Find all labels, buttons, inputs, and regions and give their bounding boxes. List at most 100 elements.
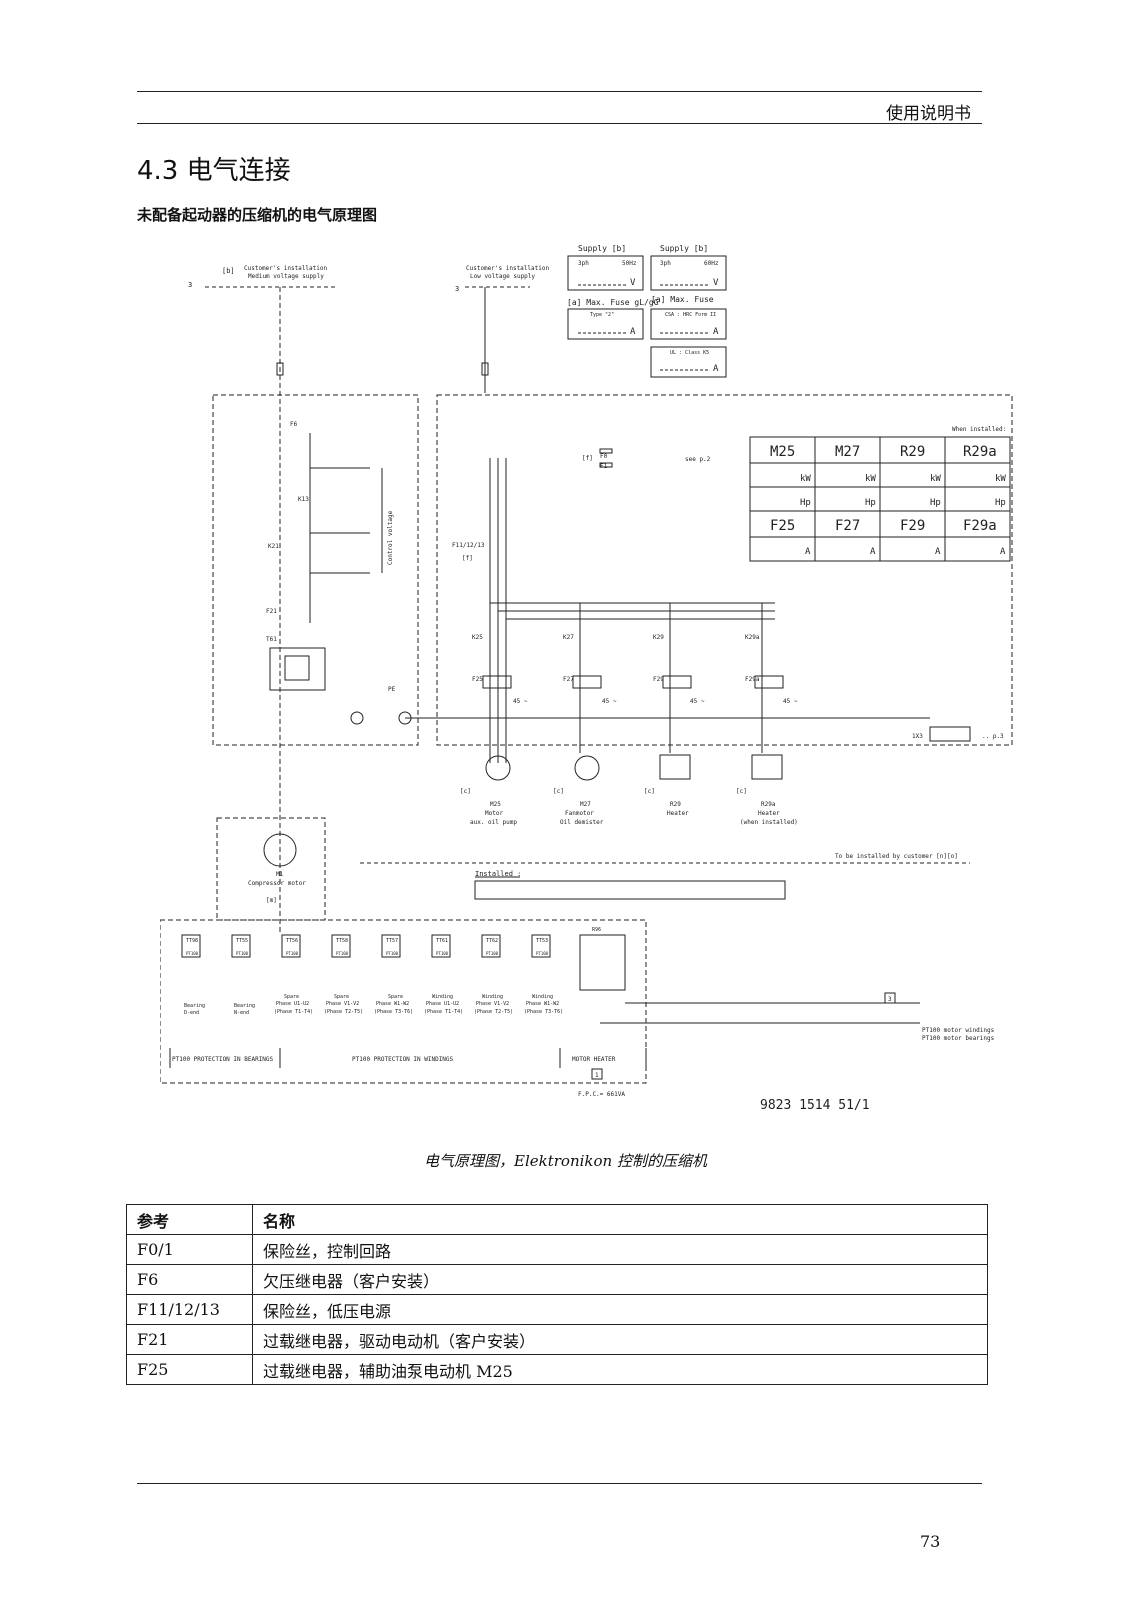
svg-text:Installed :: Installed : bbox=[475, 870, 521, 878]
cell-ref: F25 bbox=[126, 1354, 253, 1385]
svg-text:N-end: N-end bbox=[234, 1010, 249, 1016]
svg-text:Compressor motor: Compressor motor bbox=[248, 880, 306, 887]
svg-text:M25: M25 bbox=[770, 444, 795, 460]
svg-text:R29a: R29a bbox=[761, 801, 776, 808]
svg-text:F21: F21 bbox=[266, 608, 277, 615]
table-header-row: 参考 名称 bbox=[126, 1204, 988, 1235]
pt100-protection-box: TT98 TT55 TT56 TT58 TT57 TT61 TT62 TT53 … bbox=[160, 919, 647, 1084]
fuse-box-gl: [a] Max. Fuse gL/gG Type "2" A bbox=[567, 298, 659, 340]
section-subtitle: 未配备起动器的压缩机的电气原理图 bbox=[137, 206, 378, 224]
svg-text:Hp: Hp bbox=[865, 498, 876, 508]
svg-text:F11/12/13: F11/12/13 bbox=[452, 542, 485, 549]
svg-text:TT56: TT56 bbox=[286, 938, 298, 944]
svg-text:F29: F29 bbox=[653, 676, 664, 683]
svg-text:D-end: D-end bbox=[184, 1010, 199, 1016]
page-number: 73 bbox=[920, 1532, 941, 1551]
compressor-motor: M1 Compressor motor [m] bbox=[216, 817, 326, 921]
svg-text:Fanmotor: Fanmotor bbox=[565, 810, 594, 817]
svg-text:F25: F25 bbox=[472, 676, 483, 683]
svg-text:MOTOR HEATER: MOTOR HEATER bbox=[572, 1056, 616, 1063]
control-panel: F6 K13 K21 F21 T61 PE Control voltage bbox=[212, 394, 419, 746]
svg-text:Bearing: Bearing bbox=[234, 1003, 255, 1009]
drawing-number: 9823 1514 51/1 bbox=[760, 1098, 870, 1113]
rating-table: M25 M27 R29 R29a kW kW kW kW Hp Hp Hp Hp… bbox=[749, 436, 1011, 562]
svg-text:Hp: Hp bbox=[995, 498, 1006, 508]
svg-text:Oil demister: Oil demister bbox=[560, 819, 604, 826]
svg-text:see p.2: see p.2 bbox=[685, 456, 711, 463]
figure-caption: 电气原理图，Elektronikon 控制的压缩机 bbox=[424, 1152, 707, 1170]
svg-text:PT100: PT100 bbox=[536, 951, 549, 956]
cell-name: 欠压继电器（客户安装） bbox=[252, 1264, 988, 1295]
svg-text:(Phase T2-T5): (Phase T2-T5) bbox=[324, 1009, 363, 1015]
header-bottom-rule bbox=[137, 123, 982, 124]
medium-voltage-supply: [b] Customer's installation Medium volta… bbox=[188, 265, 335, 933]
svg-text:Heater: Heater bbox=[667, 810, 689, 817]
svg-text:45 ~: 45 ~ bbox=[602, 698, 617, 705]
header-title: 使用说明书 bbox=[886, 104, 971, 124]
svg-text:kW: kW bbox=[865, 474, 876, 484]
svg-text:Customer's installation: Customer's installation bbox=[244, 265, 327, 272]
svg-text:Motor: Motor bbox=[485, 810, 503, 817]
svg-text:Type "2": Type "2" bbox=[590, 312, 614, 318]
supply-label: Supply [b] bbox=[578, 244, 626, 253]
table-row: F11/12/13 保险丝，低压电源 bbox=[126, 1294, 988, 1325]
cell-name: 过载继电器，驱动电动机（客户安装） bbox=[252, 1324, 988, 1355]
cell-name: 保险丝，控制回路 bbox=[252, 1234, 988, 1265]
svg-text:A: A bbox=[870, 547, 876, 557]
svg-text:45 ~: 45 ~ bbox=[513, 698, 528, 705]
svg-text:(Phase T1-T4): (Phase T1-T4) bbox=[424, 1009, 463, 1015]
footer-rule bbox=[137, 1483, 982, 1484]
svg-text:Phase W1-W2: Phase W1-W2 bbox=[376, 1001, 409, 1007]
svg-text:TT98: TT98 bbox=[186, 938, 198, 944]
svg-text:TT55: TT55 bbox=[236, 938, 248, 944]
svg-text:3: 3 bbox=[888, 996, 892, 1003]
svg-text:[b]: [b] bbox=[222, 267, 235, 275]
svg-text:F0: F0 bbox=[600, 453, 608, 460]
svg-text:F29a: F29a bbox=[963, 518, 997, 534]
column-header-ref: 参考 bbox=[126, 1204, 253, 1235]
svg-text:1X3: 1X3 bbox=[912, 733, 923, 740]
table-row: F6 欠压继电器（客户安装） bbox=[126, 1264, 988, 1295]
column-header-name: 名称 bbox=[252, 1204, 988, 1235]
svg-text:R29: R29 bbox=[900, 444, 925, 460]
svg-text:M27: M27 bbox=[835, 444, 860, 460]
terminal-strip: 1X3 .. p.3 To be installed by customer [… bbox=[360, 717, 1004, 900]
svg-text:Heater: Heater bbox=[758, 810, 780, 817]
svg-text:Phase U1-U2: Phase U1-U2 bbox=[426, 1001, 459, 1007]
cell-name: 保险丝，低压电源 bbox=[252, 1294, 988, 1325]
svg-text:F29a: F29a bbox=[745, 676, 760, 683]
section-title: 4.3 电气连接 bbox=[137, 156, 291, 186]
cell-ref: F0/1 bbox=[126, 1234, 253, 1265]
pt100-outputs: 3 PT100 motor windings PT100 motor beari… bbox=[600, 992, 995, 1042]
svg-text:F27: F27 bbox=[563, 676, 574, 683]
svg-text:PT100: PT100 bbox=[236, 951, 249, 956]
svg-text:F25: F25 bbox=[770, 518, 795, 534]
cell-ref: F6 bbox=[126, 1264, 253, 1295]
svg-text:aux. oil pump: aux. oil pump bbox=[470, 819, 517, 826]
svg-text:V: V bbox=[630, 278, 636, 288]
svg-text:[c]: [c] bbox=[553, 788, 564, 795]
svg-text:Control voltage: Control voltage bbox=[387, 510, 394, 565]
svg-text:M1: M1 bbox=[276, 871, 284, 878]
svg-text:Bearing: Bearing bbox=[184, 1003, 205, 1009]
svg-text:PT100: PT100 bbox=[286, 951, 299, 956]
svg-text:Phase V1-V2: Phase V1-V2 bbox=[326, 1001, 359, 1007]
svg-text:PT100: PT100 bbox=[336, 951, 349, 956]
svg-text:PT100: PT100 bbox=[186, 951, 199, 956]
svg-text:[f]: [f] bbox=[582, 455, 593, 462]
low-voltage-supply: Customer's installation Low voltage supp… bbox=[455, 265, 549, 393]
cell-ref: F11/12/13 bbox=[126, 1294, 253, 1325]
svg-text:R29: R29 bbox=[670, 801, 681, 808]
svg-text:3ph: 3ph bbox=[660, 260, 671, 267]
svg-text:M25: M25 bbox=[490, 801, 501, 808]
power-panel: When installed: F0 F1 [f] see p.2 F11/12… bbox=[436, 394, 1013, 763]
svg-text:(Phase T2-T5): (Phase T2-T5) bbox=[474, 1009, 513, 1015]
svg-text:Spare: Spare bbox=[334, 994, 349, 1000]
svg-text:[f]: [f] bbox=[462, 555, 473, 562]
svg-text:Hp: Hp bbox=[800, 498, 811, 508]
table-row: F25 过载继电器，辅助油泵电动机 M25 bbox=[126, 1354, 988, 1385]
svg-text:Winding: Winding bbox=[532, 994, 553, 1000]
svg-text:F6: F6 bbox=[290, 421, 298, 428]
svg-text:Phase V1-V2: Phase V1-V2 bbox=[476, 1001, 509, 1007]
svg-text:Hp: Hp bbox=[930, 498, 941, 508]
